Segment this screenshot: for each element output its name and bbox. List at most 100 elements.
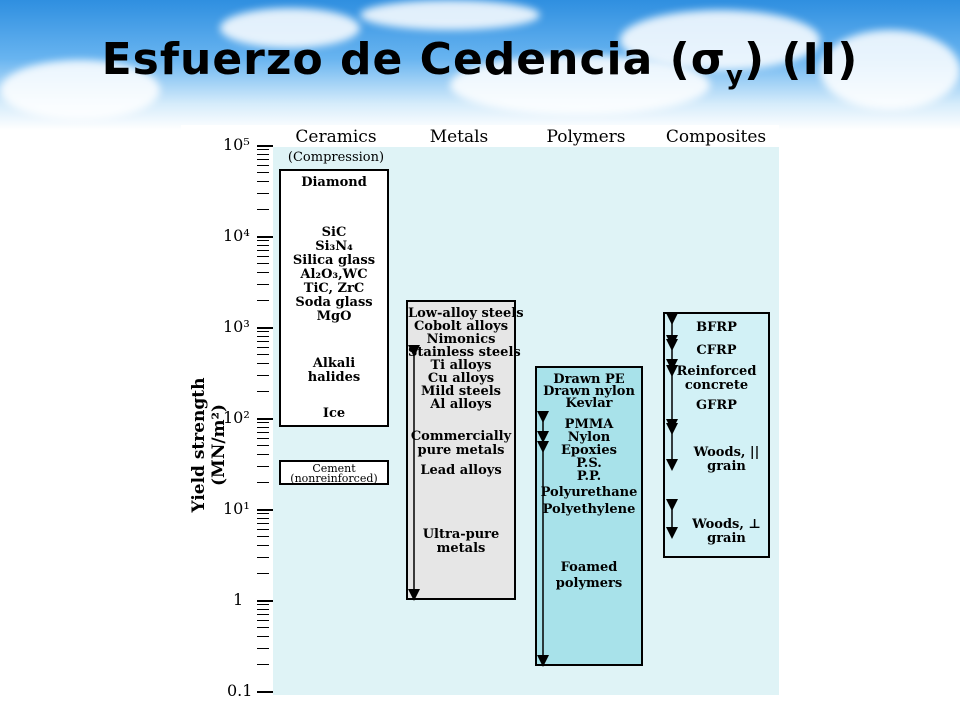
metals-item: Ti alloys [430, 358, 492, 373]
y-tick-label: 10⁵ [223, 135, 250, 154]
y-axis-tick [257, 256, 269, 257]
ceramics-item: TiC, ZrC [303, 281, 365, 296]
ceramics-subtitle: (Compression) [287, 150, 385, 165]
ceramics-item: MgO [316, 309, 352, 324]
y-axis-tick [257, 509, 273, 511]
y-tick-label: 0.1 [227, 681, 253, 700]
y-axis-tick [257, 181, 269, 182]
y-axis-tick [257, 529, 269, 530]
y-axis-tick [257, 454, 269, 455]
slide-title: Esfuerzo de Cedencia (σy) (II) [0, 34, 960, 91]
y-axis-tick [257, 159, 269, 160]
composites-item: grain [707, 531, 746, 546]
ceramics-item: Soda glass [295, 295, 373, 310]
y-axis-tick [257, 263, 269, 264]
polymers-item: PMMA [564, 417, 614, 432]
y-axis-tick [257, 236, 273, 238]
y-axis-tick [257, 614, 269, 615]
ceramics-item: Al₂O₃,WC [300, 267, 368, 282]
y-axis-tick [257, 482, 269, 483]
cloud-decoration [450, 55, 710, 115]
cement-box: Cement (nonreinforced) [279, 460, 389, 485]
metals-item: Cobolt alloys [413, 319, 509, 334]
cloud-decoration [220, 8, 360, 48]
polymers-item: Polyethylene [542, 502, 636, 517]
y-axis-tick [257, 336, 269, 337]
slide-title-subscript: y [726, 60, 744, 91]
polymers-item: Kevlar [565, 396, 613, 411]
y-axis-tick [257, 363, 269, 364]
y-axis-tick [257, 209, 269, 210]
ceramics-item: Ice [322, 406, 346, 421]
y-axis-tick [257, 432, 269, 433]
polymers-item: P.P. [576, 469, 602, 484]
y-axis-tick [257, 391, 269, 392]
ceramics-item: SiC [321, 225, 347, 240]
y-tick-label: 10⁴ [223, 226, 250, 245]
y-axis-tick [257, 172, 269, 173]
y-tick-label: 1 [233, 590, 244, 609]
composites-item: BFRP [696, 320, 737, 335]
yield-strength-figure: Ceramics Metals Polymers Composites 10⁵ … [181, 125, 779, 700]
y-tick-label: 10² [223, 408, 250, 427]
y-tick-label: 10¹ [223, 499, 250, 518]
y-axis-tick [257, 536, 269, 537]
y-axis-tick [257, 341, 269, 342]
y-axis-tick [257, 149, 269, 150]
ceramics-box: Diamond SiC Si₃N₄ Silica glass Al₂O₃,WC … [279, 169, 389, 427]
metals-item: Commercially [410, 429, 512, 444]
cloud-decoration [820, 30, 960, 110]
y-axis-tick [257, 513, 269, 514]
ceramics-item: Diamond [301, 175, 367, 190]
polymers-item: P.S. [576, 456, 602, 471]
composites-box: BFRP CFRP Reinforced concrete GFRP Woods… [663, 312, 770, 558]
polymers-item: Epoxies [561, 443, 617, 458]
composites-item: Woods, || [693, 445, 760, 460]
y-axis-tick [257, 557, 269, 558]
cement-label: Cement [312, 462, 356, 475]
y-axis-tick [257, 636, 269, 637]
ceramics-item: Si₃N₄ [315, 239, 353, 254]
metals-item: metals [436, 541, 486, 556]
y-axis-tick [257, 438, 269, 439]
y-axis-tick [257, 193, 269, 194]
y-axis-tick [257, 604, 269, 605]
composites-item: GFRP [696, 398, 737, 413]
metals-item: Cu alloys [427, 371, 495, 386]
metals-box: Low-alloy steels Cobolt alloys Nimonics … [406, 300, 524, 600]
slide-title-tail: ) (II) [743, 34, 859, 85]
metals-item: Mild steels [420, 384, 501, 399]
y-axis-tick [257, 375, 269, 376]
y-axis-tick [257, 545, 269, 546]
composites-item: Reinforced [676, 364, 757, 379]
y-axis-tick [257, 327, 273, 329]
y-axis-tick [257, 250, 269, 251]
y-axis-tick [257, 354, 269, 355]
range-arrows [408, 313, 678, 667]
y-axis-tick [257, 331, 269, 332]
y-axis-tick [257, 445, 269, 446]
polymers-item: Foamed [560, 560, 618, 575]
y-axis-tick [257, 154, 269, 155]
column-header-metals: Metals [429, 127, 489, 147]
y-axis-tick [257, 600, 273, 602]
polymers-item: Nylon [567, 430, 611, 445]
ceramics-item: Silica glass [292, 253, 376, 268]
slide-title-main: Esfuerzo de Cedencia (σ [101, 34, 727, 85]
y-axis-tick [257, 165, 269, 166]
cloud-decoration [360, 0, 540, 30]
metals-item: Stainless steels [408, 345, 521, 360]
y-axis-tick [257, 664, 269, 665]
column-header-composites: Composites [665, 127, 767, 147]
y-axis-tick [257, 518, 269, 519]
metals-item: Lead alloys [420, 463, 502, 478]
y-axis-tick [257, 648, 269, 649]
y-tick-label: 10³ [223, 317, 250, 336]
y-axis-tick [257, 300, 269, 301]
y-axis-tick [257, 422, 269, 423]
sky-background [0, 0, 960, 130]
y-axis-tick [257, 272, 269, 273]
y-axis-tick [257, 523, 269, 524]
ceramics-item: Alkali [312, 356, 356, 371]
ceramics-item: halides [307, 370, 361, 385]
